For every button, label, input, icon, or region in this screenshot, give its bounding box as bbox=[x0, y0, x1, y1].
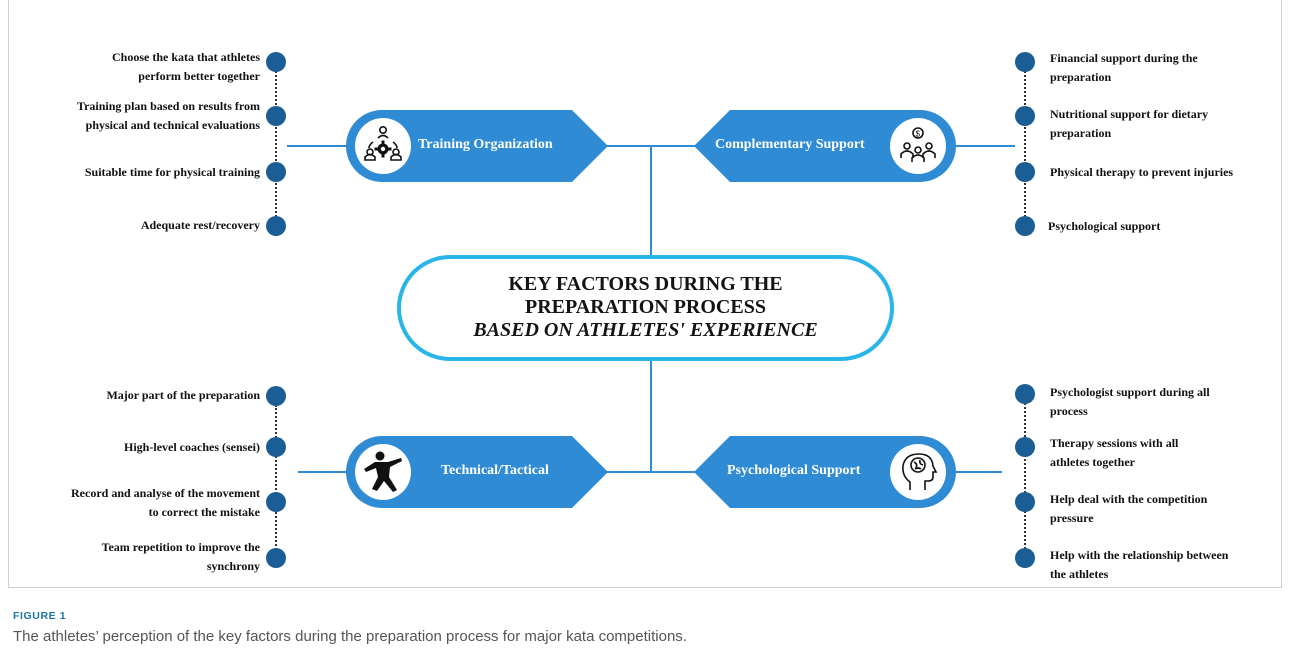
diagram-canvas bbox=[287, 110, 1015, 508]
people-gear-icon bbox=[355, 118, 411, 174]
people-money-icon: $ bbox=[890, 118, 946, 174]
bullet-dot bbox=[1015, 437, 1035, 457]
psychological-support-label: Psychological Support bbox=[727, 463, 861, 478]
banner-technical-tactical bbox=[346, 436, 608, 508]
dotted-connector bbox=[275, 71, 277, 217]
banner-complementary-support bbox=[694, 110, 956, 182]
svg-text:$: $ bbox=[916, 130, 921, 139]
central-title-box: KEY FACTORS DURING THE PREPARATION PROCE… bbox=[397, 255, 894, 361]
central-subtitle: BASED ON ATHLETES' EXPERIENCE bbox=[473, 319, 818, 341]
bullet-dot bbox=[266, 216, 286, 236]
bullet-dot bbox=[1015, 162, 1035, 182]
bullet-dot bbox=[1015, 384, 1035, 404]
dotted-connector bbox=[275, 405, 277, 557]
training-organization-label: Training Organization bbox=[418, 137, 553, 152]
list-item: Major part of the preparation bbox=[106, 388, 260, 402]
list-item: Suitable time for physical training bbox=[84, 165, 260, 179]
list-item: Physical therapy to prevent injuries bbox=[1050, 165, 1234, 179]
bullet-dot bbox=[266, 492, 286, 512]
dotted-connector bbox=[1024, 403, 1026, 557]
bullet-dot bbox=[266, 437, 286, 457]
list-item: Psychological support bbox=[1048, 219, 1161, 233]
list-item: Adequate rest/recovery bbox=[140, 218, 260, 232]
complementary-support-label: Complementary Support bbox=[715, 137, 865, 152]
banner-psychological-support bbox=[694, 436, 956, 508]
figure-caption: The athletes’ perception of the key fact… bbox=[13, 628, 687, 645]
figure-frame bbox=[8, 0, 1282, 588]
central-title-line-2: PREPARATION PROCESS bbox=[525, 296, 766, 318]
bullet-dot bbox=[1015, 216, 1035, 236]
bullet-dot bbox=[1015, 492, 1035, 512]
bullet-dot bbox=[266, 52, 286, 72]
bullet-dot bbox=[266, 386, 286, 406]
banner-training-organization bbox=[346, 110, 608, 182]
karate-figure-icon bbox=[355, 444, 411, 500]
dotted-connector bbox=[1024, 71, 1026, 217]
list-item: High-level coaches (sensei) bbox=[124, 440, 260, 454]
bullet-dot bbox=[1015, 548, 1035, 568]
bullet-dot bbox=[266, 162, 286, 182]
bullet-dot bbox=[266, 548, 286, 568]
bullet-dot bbox=[1015, 106, 1035, 126]
bullet-dot bbox=[266, 106, 286, 126]
technical-tactical-label: Technical/Tactical bbox=[441, 463, 549, 478]
central-title-line-1: KEY FACTORS DURING THE bbox=[508, 273, 783, 295]
head-brain-icon bbox=[890, 444, 946, 500]
bullet-dot bbox=[1015, 52, 1035, 72]
figure-label: FIGURE 1 bbox=[13, 610, 67, 622]
